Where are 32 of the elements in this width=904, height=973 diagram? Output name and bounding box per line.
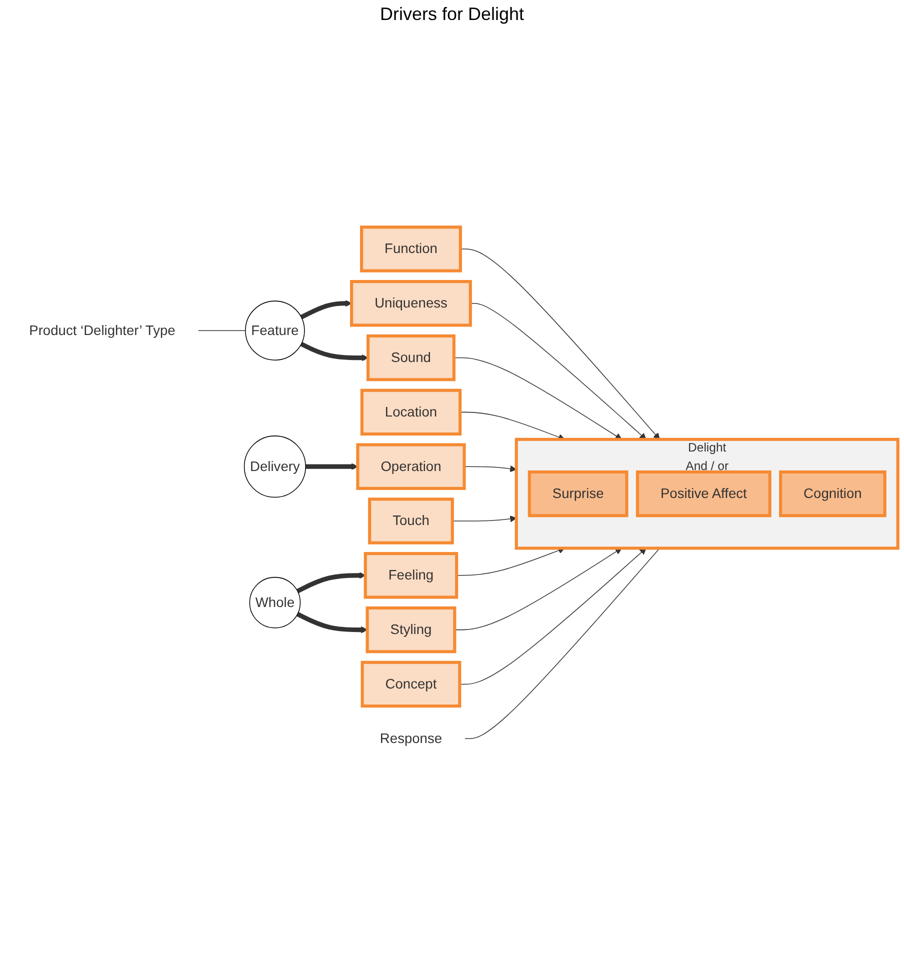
node-box: Function (360, 226, 462, 273)
arrow (459, 548, 646, 685)
node-box: Styling (366, 606, 456, 654)
connector (464, 548, 660, 740)
node-box: Concept (360, 661, 462, 708)
arrow (454, 548, 622, 630)
arrow (306, 463, 358, 470)
node-circle: Feature (245, 300, 305, 361)
node-box: Positive Affect (636, 470, 772, 518)
arrow (296, 572, 366, 594)
column-heading: Drivers for Delight (380, 4, 524, 24)
arrow (454, 358, 622, 440)
node-box: Operation (356, 443, 466, 490)
connector (198, 330, 246, 332)
node-box: Sound (366, 334, 456, 382)
node-text: Response (380, 730, 442, 746)
arrow (452, 516, 517, 522)
node-box: Touch (368, 498, 454, 545)
node-box: Location (360, 389, 462, 436)
node-text: Product ‘Delighter’ Type (29, 322, 176, 338)
node-circle: Delivery (244, 436, 306, 498)
node-box: Uniqueness (350, 280, 472, 327)
arrow (296, 612, 368, 634)
node-box: Feeling (364, 552, 458, 599)
node-circle: Whole (249, 577, 301, 628)
node-box: Cognition (779, 470, 886, 518)
arrow (470, 303, 646, 440)
arrow (460, 248, 660, 440)
arrow (464, 466, 517, 472)
arrow (300, 300, 352, 320)
arrow (300, 342, 368, 362)
node-box: Surprise (528, 470, 628, 518)
